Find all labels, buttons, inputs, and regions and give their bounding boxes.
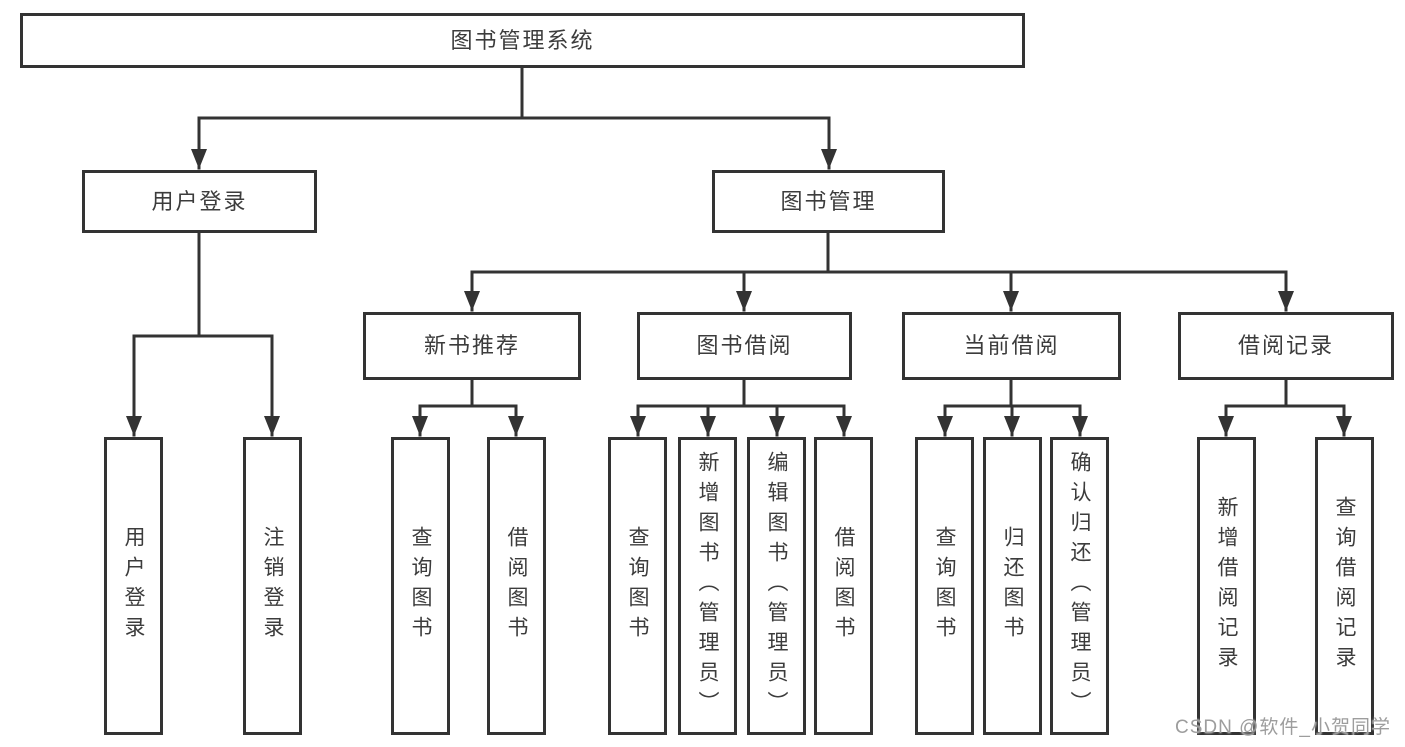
leaf-borrow-query-books: 查询图书 — [608, 437, 667, 735]
leaf-current-query-books: 查询图书 — [915, 437, 974, 735]
node-borrow-records: 借阅记录 — [1178, 312, 1394, 380]
leaf-edit-books-admin: 编辑图书（管理员） — [747, 437, 806, 735]
leaf-borrow-books: 借阅图书 — [814, 437, 873, 735]
leaf-return-books: 归还图书 — [983, 437, 1042, 735]
csdn-watermark: CSDN @软件_小贺同学 — [1175, 717, 1391, 738]
node-root-system: 图书管理系统 — [20, 13, 1025, 68]
node-current-borrow: 当前借阅 — [902, 312, 1121, 380]
leaf-confirm-return-admin: 确认归还（管理员） — [1050, 437, 1109, 735]
leaf-add-books-admin: 新增图书（管理员） — [678, 437, 737, 735]
node-new-book-recommend: 新书推荐 — [363, 312, 581, 380]
leaf-add-borrow-record: 新增借阅记录 — [1197, 437, 1256, 735]
node-user-login: 用户登录 — [82, 170, 317, 233]
leaf-query-borrow-record: 查询借阅记录 — [1315, 437, 1374, 735]
leaf-recommend-borrow-books: 借阅图书 — [487, 437, 546, 735]
node-book-borrow: 图书借阅 — [637, 312, 852, 380]
leaf-recommend-query-books: 查询图书 — [391, 437, 450, 735]
leaf-user-login: 用户登录 — [104, 437, 163, 735]
leaf-logout: 注销登录 — [243, 437, 302, 735]
node-book-management: 图书管理 — [712, 170, 945, 233]
